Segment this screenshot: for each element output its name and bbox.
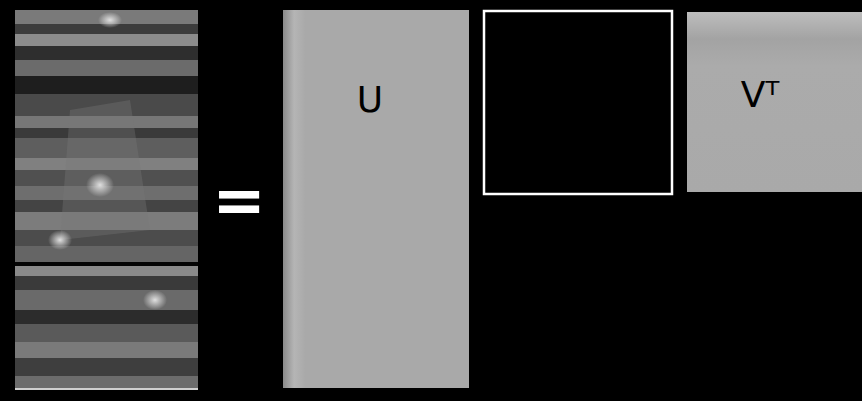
sigma-matrix: [484, 11, 672, 194]
data-matrix-image: [15, 10, 198, 390]
equals-sign: =: [212, 168, 266, 232]
u-matrix: U: [283, 10, 469, 388]
vt-matrix-ground: [687, 12, 862, 192]
vt-matrix: Vᵀ: [687, 12, 862, 192]
matrix-name: Vᵀ: [741, 77, 779, 113]
matrix-name: U: [357, 82, 383, 118]
u-matrix-ground: [283, 10, 469, 388]
